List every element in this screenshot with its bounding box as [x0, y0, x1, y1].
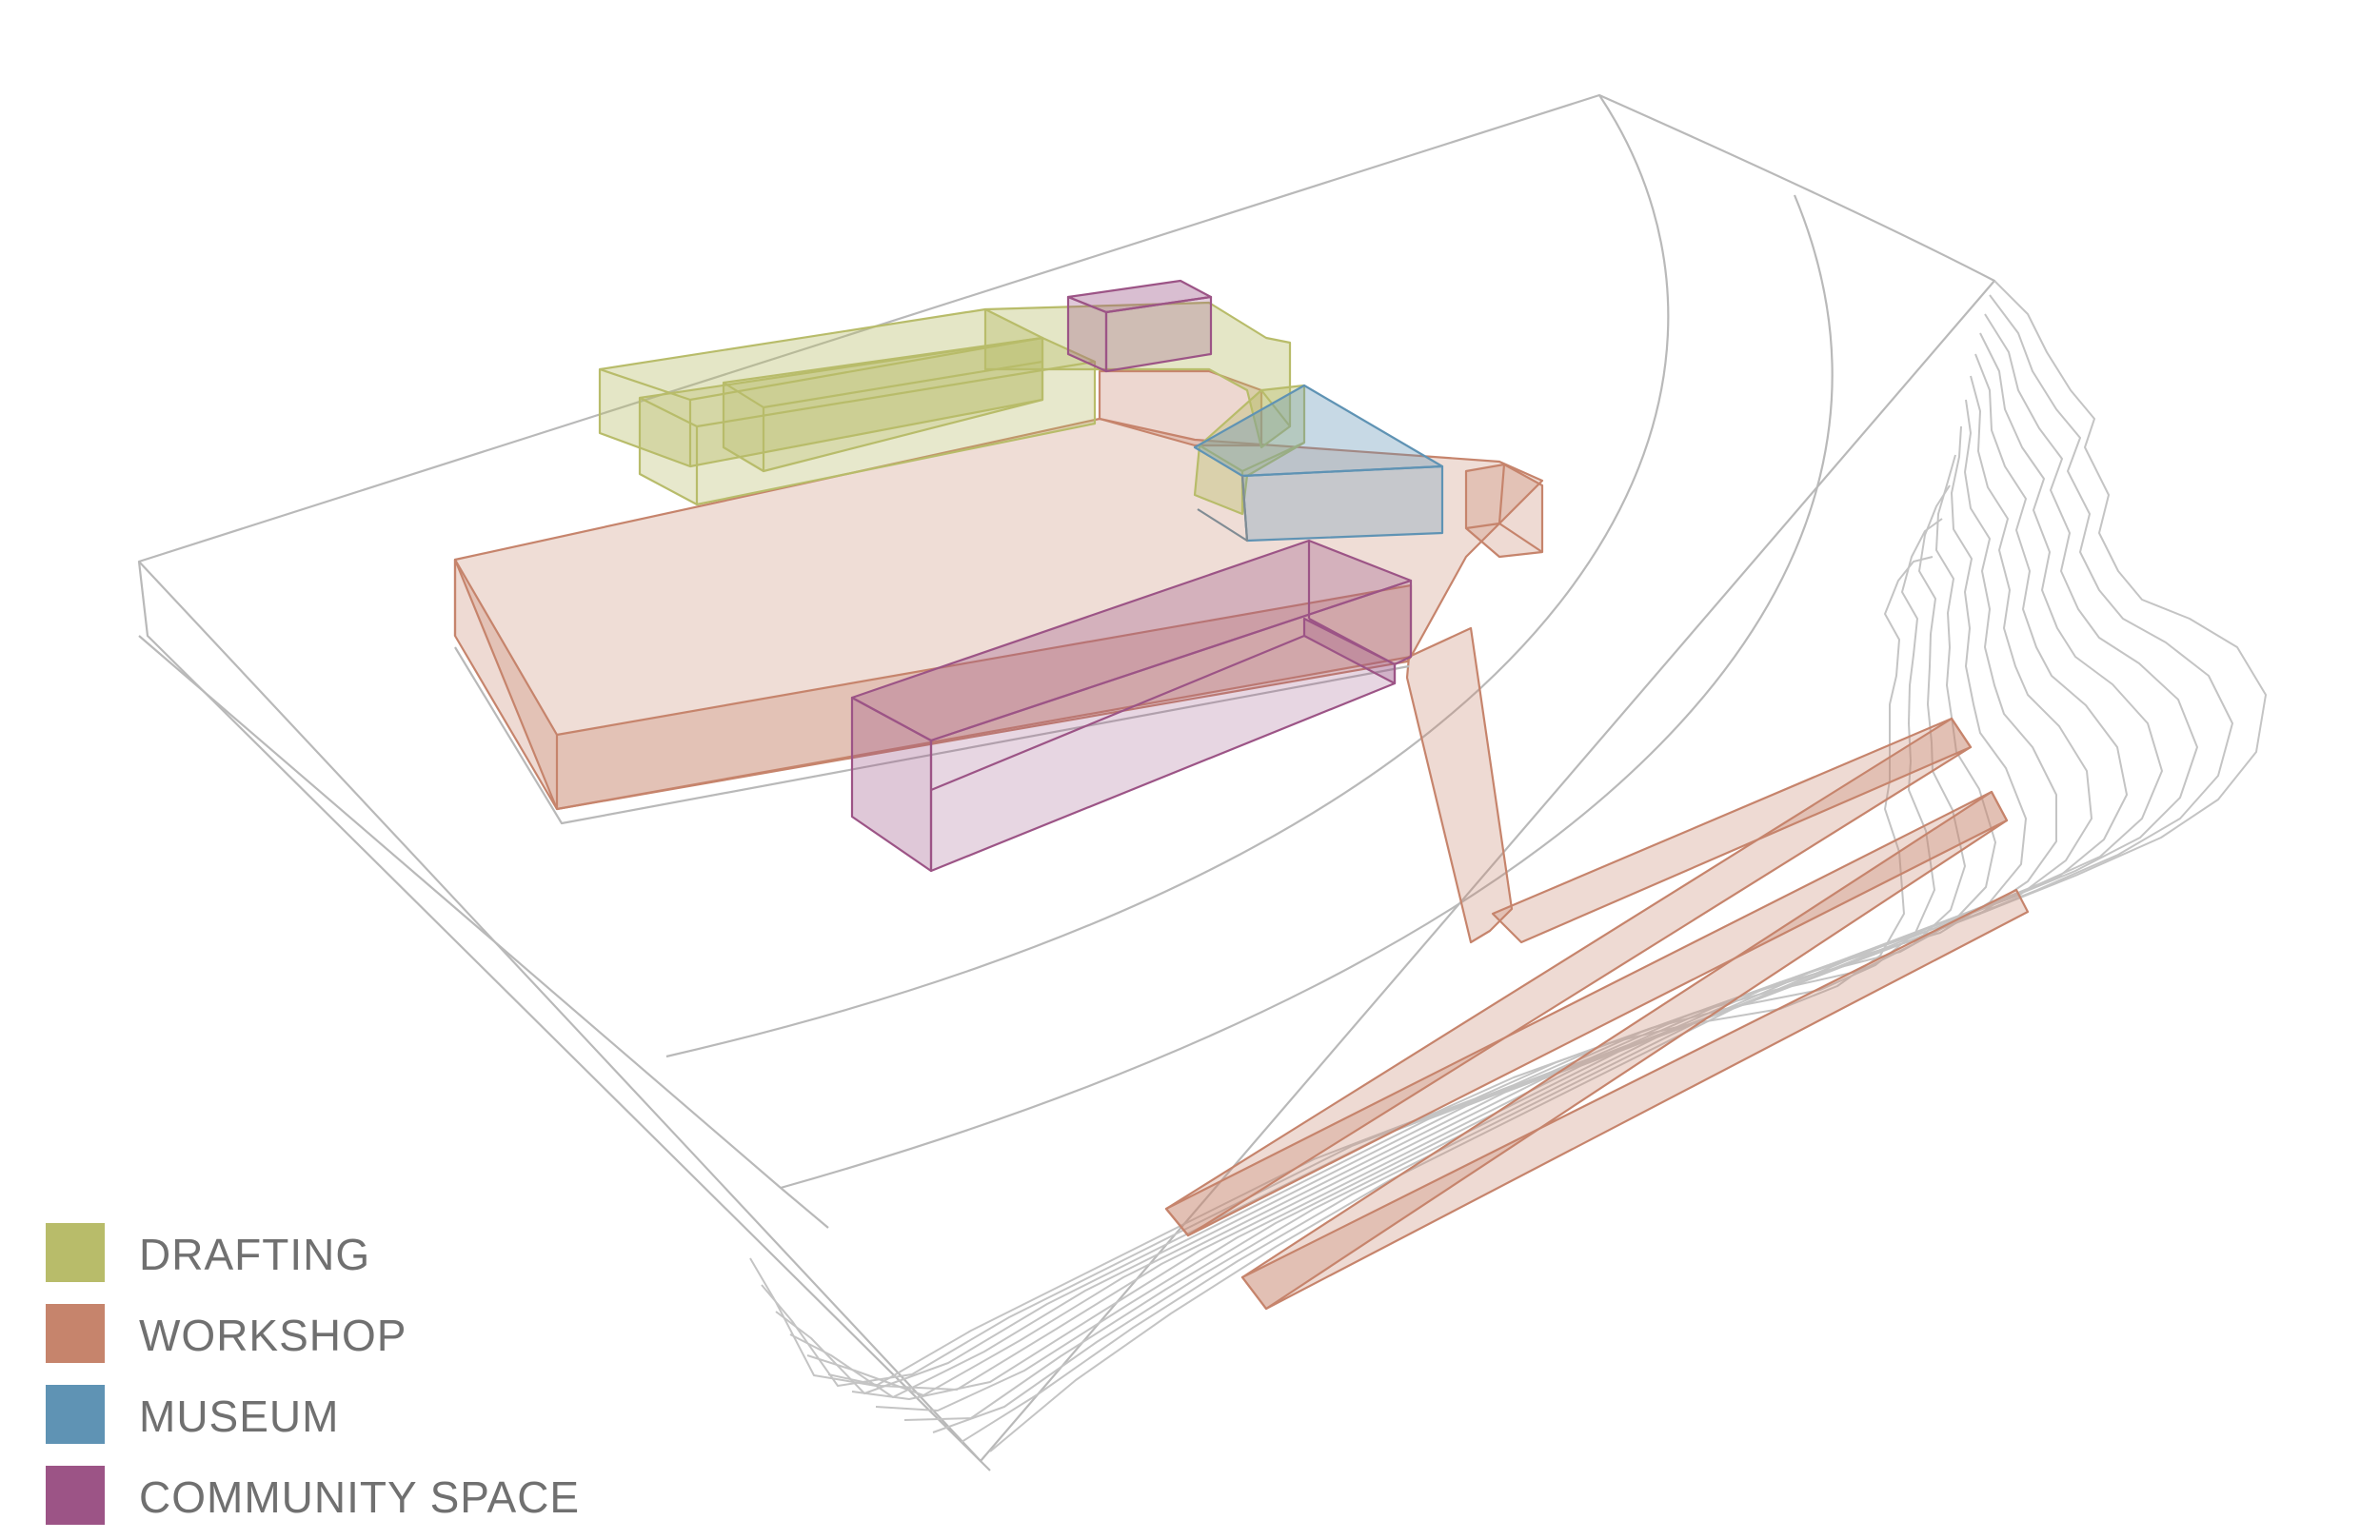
- drafting-volumes: [598, 301, 1306, 516]
- community-long-box-edge: [930, 541, 1396, 792]
- workshop-volume: [453, 369, 1544, 825]
- workshop-ramp-connector: [1405, 626, 1514, 944]
- museum-edge: [1197, 475, 1249, 543]
- contour-line: [903, 332, 2163, 1421]
- contour-line: [875, 353, 2128, 1412]
- contour-line: [932, 313, 2198, 1433]
- community-volumes: [850, 279, 1413, 873]
- workshop-main-top: [453, 417, 1544, 811]
- legend-swatch-drafting: [46, 1223, 105, 1282]
- contour-line: [827, 399, 2057, 1391]
- workshop-main-edge: [453, 560, 559, 809]
- legend-item-community-space: COMMUNITY SPACE: [46, 1466, 712, 1527]
- drafting-long-bar-edge: [599, 336, 1043, 466]
- workshop-main-base: [454, 646, 1410, 825]
- site-arc-outer: [665, 94, 1670, 1058]
- workshop-east-block-edge: [1465, 464, 1543, 553]
- contour-line: [775, 484, 1966, 1394]
- site-side-edge: [137, 561, 991, 1471]
- drafting-east-block: [1193, 384, 1306, 516]
- drafting-corner-block: [983, 301, 1292, 449]
- workshop-ramps: [1164, 626, 2030, 1311]
- museum-front: [1240, 464, 1444, 543]
- drafting-inner-bar-edge: [723, 360, 1043, 471]
- legend-swatch-workshop: [46, 1304, 105, 1363]
- contour-line: [749, 556, 1934, 1387]
- legend-label-workshop: WORKSHOP: [139, 1311, 407, 1360]
- museum-volume: [1193, 384, 1444, 543]
- workshop-ramp-lower: [1240, 888, 2030, 1311]
- legend-item-museum: MUSEUM: [46, 1385, 712, 1446]
- workshop-ramp-zag-1: [1164, 790, 2009, 1237]
- legend-item-workshop: WORKSHOP: [46, 1304, 712, 1365]
- legend-swatch-community-space: [46, 1466, 105, 1525]
- community-small-box-side: [1104, 295, 1213, 373]
- site-top-outline: [137, 93, 1996, 1463]
- contour-line: [761, 518, 1943, 1387]
- contour-line: [961, 294, 2233, 1443]
- legend-label-community-space: COMMUNITY SPACE: [139, 1472, 581, 1522]
- legend-item-drafting: DRAFTING: [46, 1223, 712, 1284]
- drafting-mid-bar-edge: [639, 360, 1096, 504]
- contour-line: [989, 280, 2267, 1452]
- contour-line: [851, 375, 2092, 1400]
- site-arc-inner: [780, 194, 1834, 1190]
- legend-label-museum: MUSEUM: [139, 1392, 340, 1441]
- drafting-inner-bar: [722, 336, 1044, 473]
- legend-swatch-museum: [46, 1385, 105, 1444]
- legend-label-drafting: DRAFTING: [139, 1230, 371, 1279]
- site-slab: [137, 93, 1996, 1471]
